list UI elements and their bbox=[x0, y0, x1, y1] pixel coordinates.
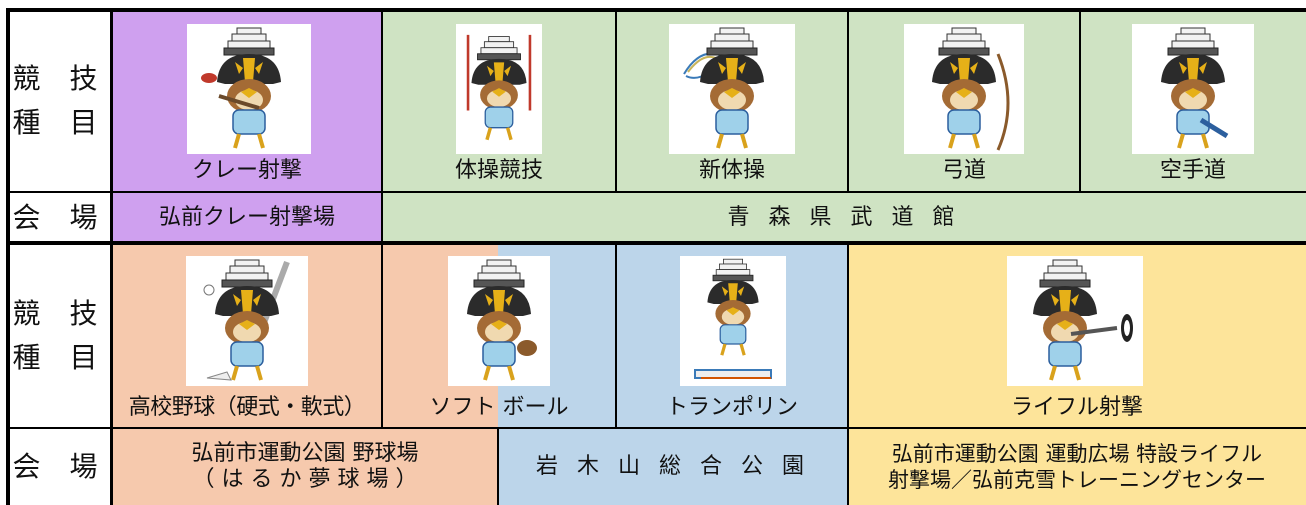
event-label-clay-shooting: クレー射撃 bbox=[191, 158, 302, 183]
mascot-karate-icon bbox=[1132, 24, 1254, 154]
venue-iwakisan-park: 岩 木 山 総 合 公 園 bbox=[536, 453, 810, 479]
event-label-softball: ソフト ボール bbox=[429, 395, 569, 420]
vline-r1-c bbox=[847, 8, 849, 192]
mascot-gymnastics-icon bbox=[456, 24, 542, 154]
venue-rifle-range: 弘前市運動公園 運動広場 特設ライフル 射撃場／弘前克雪トレーニングセンター bbox=[888, 441, 1266, 492]
event-label-baseball: 高校野球（硬式・軟式） bbox=[128, 395, 366, 420]
event-label-kyudo: 弓道 bbox=[941, 158, 986, 183]
mascot-trampoline-icon bbox=[680, 256, 786, 386]
row2-venue-header: 会 場 bbox=[12, 449, 108, 483]
event-label-gymnastics: 体操競技 bbox=[454, 158, 543, 183]
venue-harukayume-stadium: 弘前市運動公園 野球場 （ は る か 夢 球 場 ） bbox=[191, 440, 419, 492]
vline-r2-b bbox=[615, 243, 617, 428]
vline-r2-a bbox=[381, 243, 383, 428]
venue-cell-iwakisan bbox=[498, 428, 848, 505]
vline-r1-d bbox=[1079, 8, 1081, 192]
mascot-clay-shooting-icon bbox=[187, 24, 311, 154]
event-label-karate: 空手道 bbox=[1159, 158, 1226, 183]
row1-venue-header-cell bbox=[8, 192, 112, 243]
event-label-rhythmic-gymnastics: 新体操 bbox=[698, 158, 765, 183]
border-top bbox=[6, 8, 1306, 12]
hline-row2-venue bbox=[6, 427, 1306, 429]
vline-r1-a bbox=[381, 8, 383, 243]
venue-aomori-budokan: 青 森 県 武 道 館 bbox=[727, 204, 961, 230]
vline-r2-c bbox=[847, 243, 849, 505]
vline-r2-venue bbox=[497, 428, 499, 505]
venue-clay-shooting-range: 弘前クレー射撃場 bbox=[158, 204, 335, 230]
mascot-baseball-icon bbox=[186, 256, 308, 386]
row2-header-cell bbox=[8, 243, 112, 428]
hline-row-split bbox=[6, 241, 1306, 245]
venue-cell-clay bbox=[112, 192, 382, 243]
vline-r1-b bbox=[615, 8, 617, 192]
mascot-kyudo-icon bbox=[904, 24, 1024, 154]
venue-cell-rifle bbox=[848, 428, 1306, 505]
border-left bbox=[6, 8, 10, 505]
row1-venue-header: 会 場 bbox=[12, 200, 108, 234]
row2-event-header: 競 技 種 目 bbox=[12, 296, 108, 374]
vline-header bbox=[110, 8, 113, 505]
row1-header-cell bbox=[8, 10, 112, 192]
mascot-rifle-shooting-icon bbox=[1007, 256, 1143, 386]
event-label-rifle-shooting: ライフル射撃 bbox=[1010, 395, 1143, 420]
mascot-rhythmic-gymnastics-icon bbox=[669, 24, 795, 154]
row1-event-header: 競 技 種 目 bbox=[12, 62, 108, 139]
hline-row1-venue bbox=[6, 191, 1306, 193]
row2-venue-header-cell bbox=[8, 428, 112, 505]
mascot-softball-icon bbox=[448, 256, 550, 386]
venue-cell-budokan bbox=[382, 192, 1306, 243]
event-label-trampoline: トランポリン bbox=[665, 395, 798, 420]
venue-cell-harukayume bbox=[112, 428, 498, 505]
